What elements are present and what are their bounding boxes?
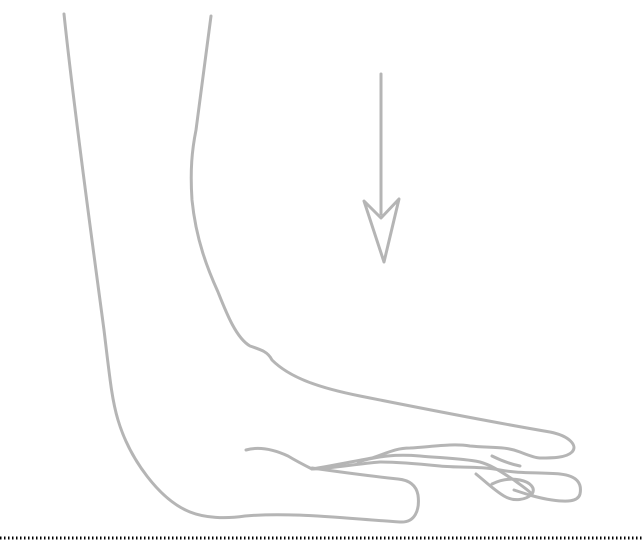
hand-outline (62, 12, 582, 524)
finger-4 (474, 472, 535, 502)
arrow-head (362, 197, 401, 264)
finger-2 (310, 460, 582, 503)
finger-3 (356, 453, 534, 496)
finger-1 (370, 443, 542, 460)
thumb (244, 446, 374, 471)
finger-crease (490, 454, 522, 468)
forearm-inner-edge (189, 14, 576, 460)
down-arrow-icon (362, 72, 401, 264)
forearm-outer-edge (62, 12, 420, 524)
